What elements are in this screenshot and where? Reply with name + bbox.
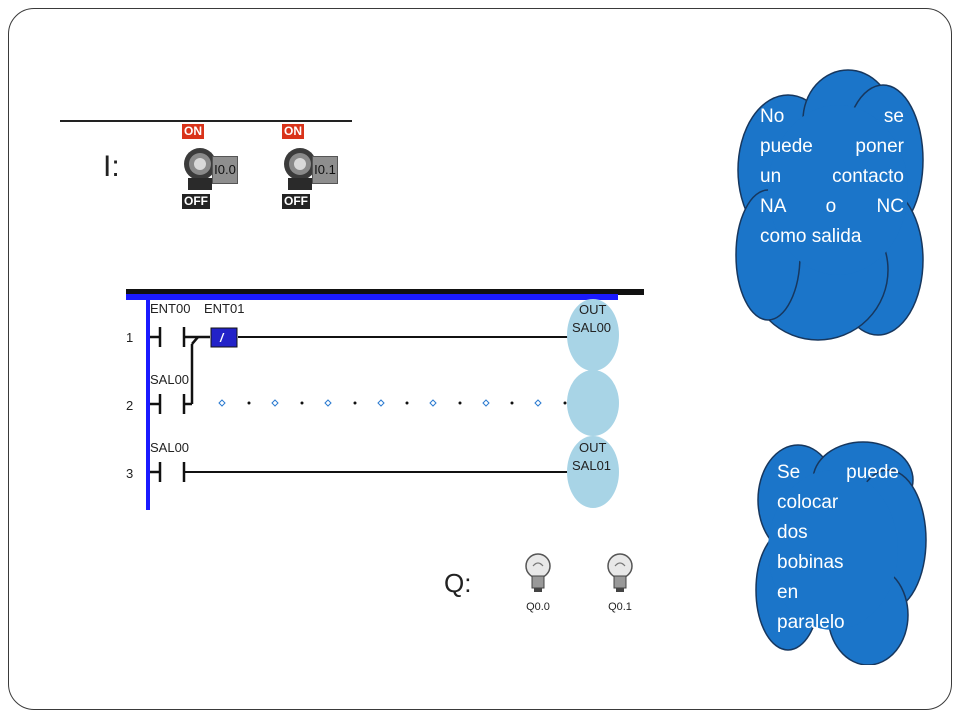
rung-number: 2 (126, 398, 133, 413)
cloud-callout-2 (755, 441, 927, 665)
rung-number: 1 (126, 330, 133, 345)
contact-no-sal00 (150, 462, 186, 482)
rung-number: 3 (126, 466, 133, 481)
lightbulb-icon (525, 553, 551, 592)
coil-type: OUT (579, 302, 607, 317)
switch-address: I0.0 (212, 156, 238, 184)
contact-label: SAL00 (150, 372, 189, 387)
ladder-top-blue-rule (126, 294, 618, 300)
left-power-rail (146, 296, 150, 510)
callout-line: dos (777, 522, 808, 543)
switch-on-label: ON (282, 124, 304, 139)
svg-text:/: / (219, 331, 225, 345)
contact-nc-ent01-selected: / (210, 327, 238, 348)
callout-line: puede poner (760, 136, 904, 157)
callout-line: No se (760, 106, 904, 127)
callout-1-text: No se puede poner un contacto NA o NC co… (760, 102, 904, 252)
switch-off-label: OFF (182, 194, 210, 209)
callout-line: paralelo (777, 612, 845, 633)
coil-sal00 (567, 299, 619, 371)
callout-2-text: Se puede colocar dos bobinas en paralelo (777, 458, 899, 638)
callout-line: colocar (777, 492, 839, 513)
callout-line: Se puede (777, 462, 899, 483)
lamp-address: Q0.0 (526, 601, 550, 613)
toggle-switch-icon (284, 148, 316, 190)
outputs-label: Q: (444, 568, 472, 598)
callout-line: bobinas (777, 552, 844, 573)
lightbulb-icon (607, 553, 633, 592)
coil-sal01 (567, 436, 619, 508)
inputs-label: I: (103, 150, 120, 183)
coil-name: SAL01 (572, 458, 611, 473)
input-divider-line (60, 120, 352, 122)
cloud-callout-1 (735, 69, 924, 341)
contact-label: SAL00 (150, 440, 189, 455)
contact-label: ENT00 (150, 301, 190, 316)
ladder-top-rule (126, 289, 644, 295)
contact-no-sal00-branch (150, 336, 199, 414)
switch-address: I0.1 (312, 156, 338, 184)
switch-i0-0[interactable]: ON I0.0 OFF (182, 124, 262, 214)
switch-off-label: OFF (282, 194, 310, 209)
empty-rung-dots (218, 399, 567, 407)
switch-i0-1[interactable]: ON I0.1 OFF (282, 124, 362, 214)
contact-no-ent00 (150, 327, 210, 347)
coil-name: SAL00 (572, 320, 611, 335)
coil-type: OUT (579, 440, 607, 455)
callout-line: un contacto (760, 166, 904, 187)
contact-label: ENT01 (204, 301, 244, 316)
coil-empty (567, 370, 619, 436)
callout-line: NA o NC (760, 196, 904, 217)
switch-on-label: ON (182, 124, 204, 139)
toggle-switch-icon (184, 148, 216, 190)
callout-line: como salida (760, 226, 862, 247)
lamp-address: Q0.1 (608, 601, 632, 613)
ladder-diagram: 1 2 3 ENT00 ENT01 / OUT SAL00 SAL00 (126, 289, 644, 510)
callout-line: en (777, 582, 799, 603)
